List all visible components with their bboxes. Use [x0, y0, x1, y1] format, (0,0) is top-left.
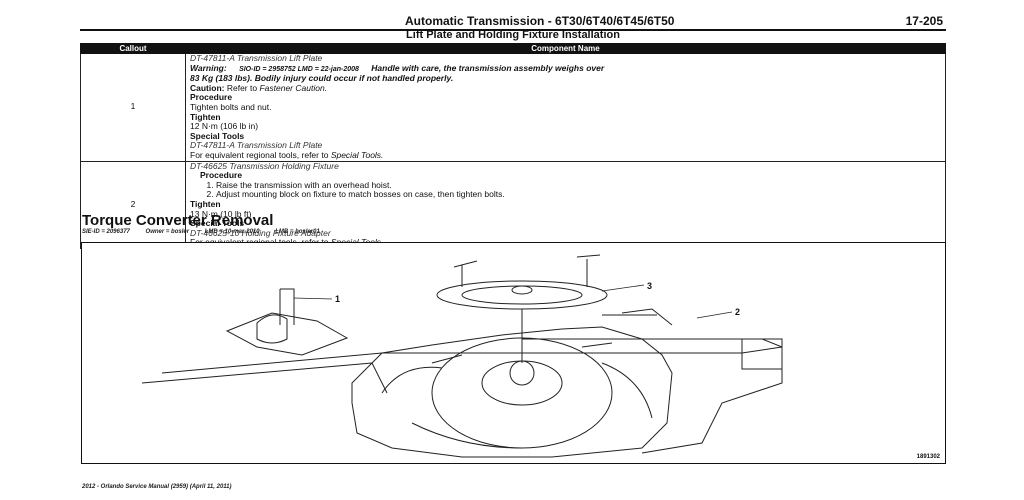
procedure-table: Callout Component Name 1 DT-47811-A Tran… [80, 43, 946, 249]
component-cell: DT-46625 Transmission Holding Fixture Pr… [185, 160, 946, 249]
tighten-label: Tighten [190, 111, 221, 122]
leader-line-1 [293, 297, 333, 300]
callout-label-1: 1 [335, 294, 340, 304]
procedure-text: Tighten bolts and nut. [190, 101, 272, 112]
table-row: 2 DT-46625 Transmission Holding Fixture … [80, 160, 946, 249]
warning-meta: SIO-ID = 2958752 LMD = 22-jan-2008 [239, 65, 359, 73]
warning-line: Warning: SIO-ID = 2958752 LMD = 22-jan-2… [190, 62, 941, 75]
column-header-component: Component Name [185, 43, 946, 54]
manual-section-title: Automatic Transmission - 6T30/6T40/6T45/… [405, 14, 675, 28]
caution-label: Caution: [190, 82, 225, 93]
leader-line-2 [696, 311, 733, 319]
component-name: DT-46625 Transmission Holding Fixture [190, 160, 339, 171]
page-header: Automatic Transmission - 6T30/6T40/6T45/… [405, 14, 945, 30]
figure-id: 1891302 [916, 454, 940, 460]
page-footer: 2012 - Orlando Service Manual (2959) (Ap… [82, 484, 232, 490]
holding-fixture-rail [141, 362, 373, 384]
procedure-label: Procedure [190, 92, 233, 103]
tool-name: DT-46625-10 Holding Fixture Adapter [190, 227, 331, 238]
equivalent-tools-prefix: For equivalent regional tools, refer to [190, 149, 329, 160]
callout-label-3: 3 [647, 281, 652, 291]
special-tools-link[interactable]: Special Tools. [330, 149, 384, 160]
tool-name: DT-47811-A Transmission Lift Plate [190, 140, 323, 151]
procedure-label: Procedure [200, 170, 243, 181]
owner: Owner = bosler [145, 229, 190, 235]
transmission-case [351, 326, 673, 458]
tighten-value: 12 N·m (106 lb in) [190, 121, 259, 132]
table-title: Lift Plate and Holding Fixture Installat… [406, 29, 620, 41]
last-modified-date: LMD = 10-mar-2010 [204, 229, 260, 235]
equivalent-tools-line: For equivalent regional tools, refer to … [190, 149, 941, 161]
procedure-step: Adjust mounting block on fixture to matc… [216, 190, 941, 200]
fixture-adapter [225, 312, 349, 356]
procedure-step: Raise the transmission with an overhead … [216, 180, 941, 191]
procedure-steps: Raise the transmission with an overhead … [190, 180, 941, 200]
special-tools-label: Special Tools [190, 130, 245, 141]
last-modified-by: LMB = bosler01 [275, 229, 320, 235]
special-tools-label: Special Tools [190, 218, 245, 229]
caution-prefix: Refer to [226, 82, 258, 93]
page-number: 17-205 [905, 14, 943, 28]
component-cell: DT-47811-A Transmission Lift Plate Warni… [185, 53, 946, 162]
header-rule [80, 29, 946, 31]
illustration-figure: 1 2 3 1891302 [81, 242, 946, 464]
transmission-illustration: 1 2 3 [141, 254, 783, 458]
callout-label-2: 2 [735, 307, 740, 317]
tighten-value: 13 N·m (10 lb ft) [190, 208, 252, 219]
section-title: Torque Converter Removal [82, 212, 274, 229]
warning-label: Warning: [190, 62, 227, 73]
table-row: 1 DT-47811-A Transmission Lift Plate War… [80, 53, 946, 162]
component-name: DT-47811-A Transmission Lift Plate [190, 53, 323, 63]
callout-cell: 1 [80, 53, 186, 162]
fastener-caution-link[interactable]: Fastener Caution. [259, 82, 328, 93]
section-metadata: SIE-ID = 2096377 Owner = bosler LMD = 10… [82, 229, 334, 235]
tighten-label: Tighten [190, 198, 221, 209]
holding-fixture-plate [161, 346, 783, 454]
sie-id: SIE-ID = 2096377 [82, 229, 130, 235]
leader-line-3 [601, 284, 645, 292]
warning-text-continued: 83 Kg (183 lbs). Bodily injury could occ… [190, 73, 454, 84]
warning-text: Handle with care, the transmission assem… [371, 62, 605, 73]
caution-line: Caution: Refer to Fastener Caution. [190, 82, 941, 94]
table-header-row: Callout Component Name [80, 43, 946, 54]
callout-cell: 2 [80, 160, 186, 249]
column-header-callout: Callout [80, 43, 186, 54]
